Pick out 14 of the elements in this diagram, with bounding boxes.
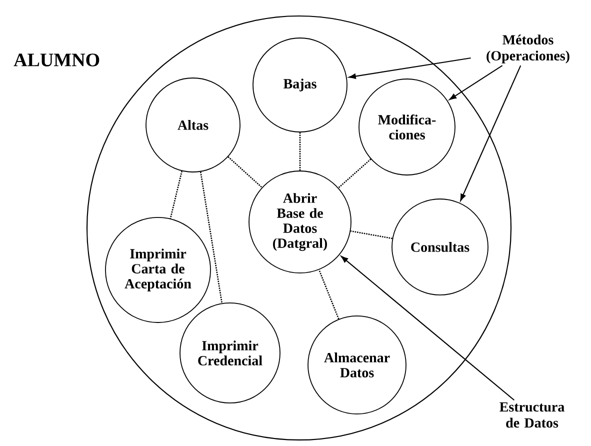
arrow	[340, 256, 515, 401]
connector-line	[299, 132, 301, 171]
node-label: ALUMNO	[14, 54, 100, 66]
connector-line	[200, 172, 223, 304]
connector-line	[318, 270, 340, 320]
connector-line	[170, 170, 182, 219]
connector-line	[338, 158, 372, 188]
annotation-text: Estructura de Datos	[500, 402, 564, 428]
arrow	[348, 57, 471, 79]
annotation-text: Métodos (Operaciones)	[486, 34, 570, 64]
connector-line	[228, 156, 262, 188]
arrow	[449, 65, 503, 100]
connector-line	[350, 230, 392, 240]
arrow	[460, 65, 522, 201]
